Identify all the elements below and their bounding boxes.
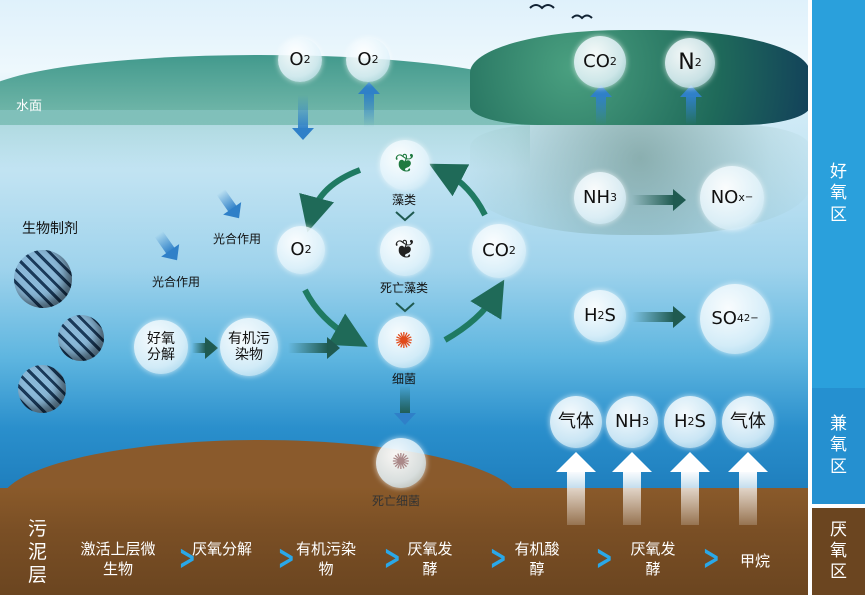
hill-reflection: [0, 110, 530, 170]
dead-to-bacteria-chevron: [395, 302, 415, 313]
dead-bacteria-icon: ✺: [376, 438, 426, 488]
gas-bubble: 气体: [722, 396, 774, 448]
algae-label: 藻类: [392, 193, 417, 207]
sludge-layer: [0, 488, 808, 595]
aerobic-zone: 好氧区: [812, 0, 865, 388]
bird-icon: [529, 4, 555, 10]
process-step: 厌氧发酵: [630, 540, 676, 578]
co2-up-arrow: [590, 85, 612, 125]
process-step: 厌氧分解: [192, 540, 253, 558]
bird-icon: [571, 14, 593, 20]
water-surface-label: 水面: [16, 99, 43, 114]
chevron-right-icon: >: [595, 538, 613, 578]
bacteria-icon: ✺: [378, 316, 430, 368]
bacteria-down-arrow: [394, 385, 416, 425]
anaerobic-zone: 厌氧区: [812, 504, 865, 595]
photosynthesis-label: 光合作用: [213, 232, 262, 246]
process-step: 有机酸醇: [514, 540, 560, 578]
up-arrow-icon: [556, 452, 596, 525]
process-step: 甲烷: [739, 552, 770, 570]
bacteria-label: 细菌: [392, 372, 417, 386]
bacteria-to-co2-arrow: [443, 279, 505, 343]
photosynthesis-label: 光合作用: [152, 275, 201, 289]
n2-up-arrow: [680, 85, 702, 125]
process-step: 有机污染物: [296, 540, 357, 578]
pollutant-to-bacteria-arrow: [288, 337, 340, 359]
gas-bubble: 气体: [550, 396, 602, 448]
bio-agent-ball: [18, 365, 66, 413]
bio-agent-ball: [14, 250, 72, 308]
dead-bacteria-label: 死亡细菌: [372, 494, 421, 508]
bio-agent-ball: [58, 315, 104, 361]
chevron-right-icon: >: [489, 538, 507, 578]
zone-legend: 好氧区 兼氧区 厌氧区: [808, 0, 865, 595]
o2-down-arrow: [292, 95, 314, 140]
algae-to-dead-chevron: [395, 211, 415, 222]
process-step: 激活上层微生物: [80, 540, 156, 578]
up-arrow-icon: [728, 452, 768, 525]
decomp-arrow: [192, 337, 218, 359]
up-arrow-icon: [612, 452, 652, 525]
cycle-arrows: [299, 4, 593, 347]
aerobic-decomp-bubble: 好氧分解: [134, 320, 188, 374]
o2-to-bacteria-arrow: [302, 288, 368, 347]
chevron-right-icon: >: [383, 538, 401, 578]
nh3-to-nox-arrow: [632, 189, 686, 211]
algae-to-o2-arrow: [299, 167, 362, 233]
algae-icon: ❦: [380, 140, 430, 190]
o2-up-arrow: [358, 82, 380, 127]
dead-algae-icon: ❦: [380, 226, 430, 276]
dead-algae-label: 死亡藻类: [380, 281, 429, 295]
chevron-right-icon: >: [277, 538, 295, 578]
sludge-layer-label: 污泥层: [28, 518, 48, 586]
chevron-right-icon: >: [178, 538, 196, 578]
bio-agent-label: 生物制剂: [22, 221, 78, 237]
facultative-zone: 兼氧区: [812, 388, 865, 504]
trees: [470, 30, 808, 125]
co2-to-algae-arrow: [429, 163, 488, 217]
process-step: 厌氧发酵: [407, 540, 453, 578]
chevron-right-icon: >: [702, 538, 720, 578]
h2s-to-so4-arrow: [632, 306, 686, 328]
up-arrow-icon: [670, 452, 710, 525]
organic-pollutant-bubble: 有机污染物: [220, 318, 278, 376]
